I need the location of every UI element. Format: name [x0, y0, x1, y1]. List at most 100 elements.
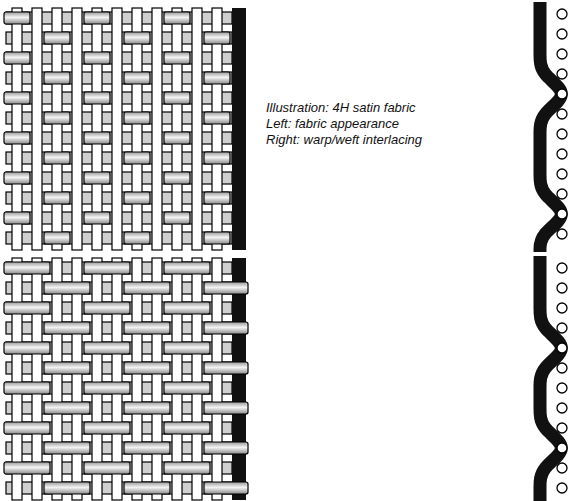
weft-float: [204, 322, 248, 334]
weft-float: [44, 152, 70, 164]
warp-section: [557, 149, 567, 159]
weft-float: [44, 322, 90, 334]
weft-float: [124, 442, 170, 454]
warp-section: [557, 323, 567, 333]
weft-float: [124, 232, 150, 244]
weft-float: [204, 282, 248, 294]
weft-float: [204, 442, 248, 454]
weft-float: [124, 112, 150, 124]
warp-section: [557, 189, 567, 199]
interlacing-section: [540, 256, 567, 501]
weft-float: [44, 32, 70, 44]
warp-section: [557, 109, 567, 119]
weft-float: [84, 12, 110, 24]
weft-float: [84, 462, 130, 474]
weft-float: [204, 192, 230, 204]
weft-float: [124, 482, 170, 494]
warp-thread: [112, 8, 122, 250]
weft-float: [4, 12, 30, 24]
weft-float: [164, 92, 190, 104]
caption-line: Left: fabric appearance: [266, 116, 422, 132]
weft-float: [164, 342, 210, 354]
weft-float: [164, 172, 190, 184]
weft-float: [164, 12, 190, 24]
warp-section: [557, 169, 567, 179]
weft-float: [204, 232, 230, 244]
fabric-appearance: [4, 8, 246, 250]
weft-float: [124, 322, 170, 334]
weft-float: [44, 362, 90, 374]
weft-float: [204, 402, 248, 414]
weft-float: [4, 262, 50, 274]
weft-float: [4, 302, 50, 314]
weft-float: [124, 282, 170, 294]
weft-float: [4, 172, 30, 184]
warp-section: [557, 383, 567, 393]
warp-thread: [72, 8, 82, 250]
weft-float: [124, 402, 170, 414]
warp-section: [557, 443, 567, 453]
warp-thread: [192, 8, 202, 250]
fabric-appearance: [4, 258, 248, 500]
weft-float: [44, 112, 70, 124]
weft-float: [164, 212, 190, 224]
warp-section: [557, 29, 567, 39]
weft-float: [44, 72, 70, 84]
weft-float: [124, 192, 150, 204]
warp-thread: [152, 8, 162, 250]
warp-section: [557, 229, 567, 239]
weft-float: [44, 402, 90, 414]
weft-float: [4, 422, 50, 434]
weft-float: [84, 52, 110, 64]
weft-float: [204, 152, 230, 164]
weft-float: [84, 382, 130, 394]
weft-float: [164, 462, 210, 474]
weft-float: [84, 212, 110, 224]
warp-section: [557, 483, 567, 493]
warp-section: [557, 129, 567, 139]
weft-float: [124, 72, 150, 84]
weft-float: [164, 422, 210, 434]
weft-float: [164, 132, 190, 144]
weft-float: [84, 302, 130, 314]
warp-section: [557, 423, 567, 433]
weft-float: [84, 172, 110, 184]
weft-float: [44, 282, 90, 294]
weft-float: [204, 362, 248, 374]
weft-float: [44, 482, 90, 494]
warp-section: [557, 403, 567, 413]
weft-float: [44, 442, 90, 454]
weft-float: [4, 52, 30, 64]
warp-section: [557, 89, 567, 99]
weft-float: [44, 232, 70, 244]
weft-float: [164, 302, 210, 314]
weft-float: [124, 152, 150, 164]
weft-float: [4, 342, 50, 354]
warp-section: [557, 283, 567, 293]
weft-float: [84, 342, 130, 354]
caption-line: Right: warp/weft interlacing: [266, 132, 422, 148]
weft-float: [84, 92, 110, 104]
caption-block: Illustration: 4H satin fabricLeft: fabri…: [266, 100, 422, 148]
weft-float: [204, 72, 230, 84]
weft-float: [164, 52, 190, 64]
weft-float: [4, 132, 30, 144]
warp-section: [557, 49, 567, 59]
weft-float: [44, 192, 70, 204]
weft-float: [164, 262, 210, 274]
weft-float: [124, 362, 170, 374]
weft-float: [164, 382, 210, 394]
marked-warp: [232, 8, 246, 250]
weft-float: [84, 132, 110, 144]
warp-section: [557, 363, 567, 373]
warp-section: [557, 463, 567, 473]
warp-section: [557, 263, 567, 273]
warp-section: [557, 209, 567, 219]
caption-line: Illustration: 4H satin fabric: [266, 100, 422, 116]
weft-float: [4, 462, 50, 474]
weft-float: [4, 212, 30, 224]
interlacing-section: [540, 2, 567, 252]
warp-thread: [32, 8, 42, 250]
